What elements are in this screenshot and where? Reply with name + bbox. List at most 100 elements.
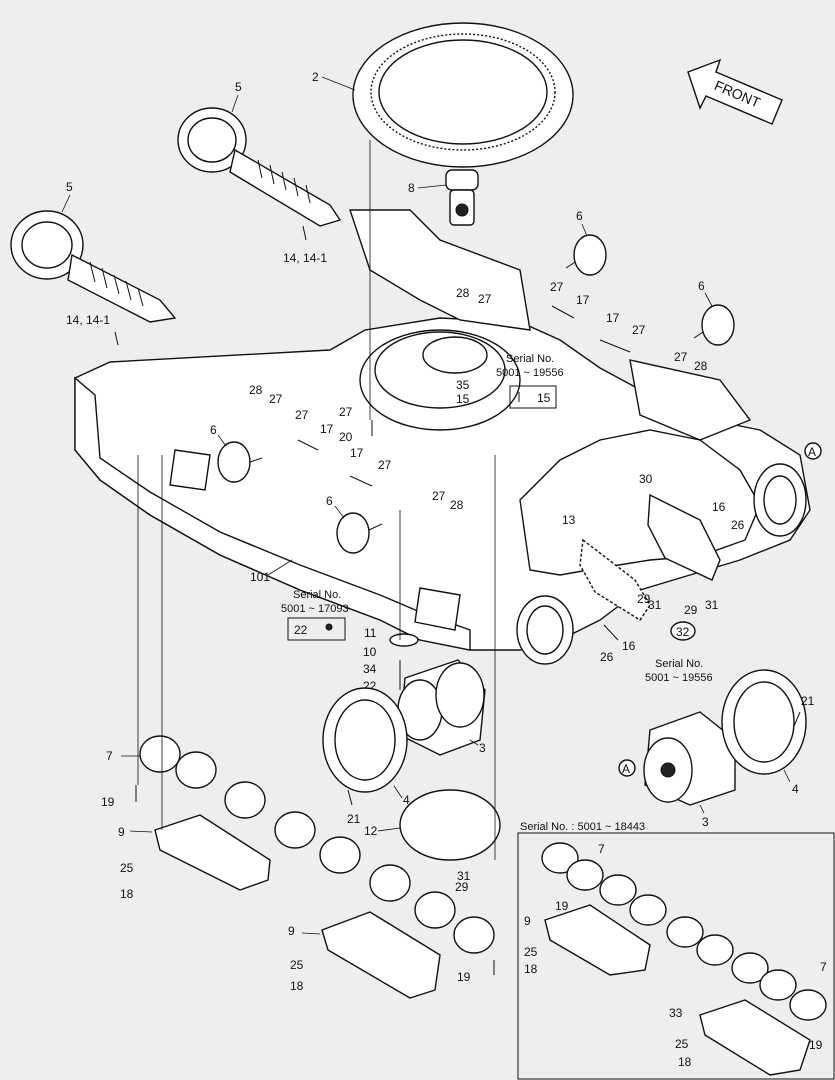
- callout-27-h: 27: [432, 489, 446, 503]
- travel-motor-right: [643, 711, 736, 806]
- callout-28-a: 28: [456, 286, 470, 300]
- upper-roller-1: [565, 234, 607, 276]
- callout-7-c: 7: [820, 960, 827, 974]
- callout-9-c: 9: [524, 914, 531, 928]
- callout-31-a: 31: [648, 598, 662, 612]
- callout-19-d: 19: [809, 1038, 823, 1052]
- front-arrow-icon: FRONT: [687, 58, 783, 125]
- inset-serial-18443: [517, 832, 835, 1080]
- callout-20: 20: [339, 430, 353, 444]
- serial-17093-title: Serial No.: [293, 589, 341, 601]
- serial-18443-label: Serial No. : 5001 ~ 18443: [520, 821, 645, 833]
- callout-32: 32: [676, 625, 690, 639]
- serial-17093-range: 5001 ~ 17093: [281, 603, 349, 615]
- callout-19-c: 19: [555, 899, 569, 913]
- callout-27-e: 27: [269, 392, 283, 406]
- callout-28-c: 28: [249, 383, 263, 397]
- callout-3-right: 3: [702, 815, 709, 829]
- callout-13: 13: [562, 513, 576, 527]
- callout-34: 34: [363, 662, 377, 676]
- serial-19556-box: [509, 385, 557, 409]
- callout-4-right: 4: [792, 782, 799, 796]
- track-rollers-main: [139, 735, 495, 954]
- callout-27-i: 27: [339, 405, 353, 419]
- callout-8: 8: [408, 181, 415, 195]
- callout-18-b: 18: [290, 979, 304, 993]
- callout-25-a: 25: [120, 861, 134, 875]
- callout-27-a: 27: [550, 280, 564, 294]
- upper-roller-4: [336, 512, 383, 554]
- idler-lower: [10, 210, 177, 323]
- callout-25-c: 25: [524, 945, 538, 959]
- swing-bearing: [352, 22, 574, 168]
- bolt-14-lower: [114, 331, 119, 346]
- callout-7-b: 7: [598, 842, 605, 856]
- sprocket-left: [322, 687, 408, 793]
- callout-28-b: 28: [694, 359, 708, 373]
- callout-9-b: 9: [288, 924, 295, 938]
- callout-19-b: 19: [457, 970, 471, 984]
- callout-7-a: 7: [106, 749, 113, 763]
- callout-32-circle: [670, 621, 696, 641]
- callout-29-c: 29: [455, 880, 469, 894]
- callout-31-b: 31: [705, 598, 719, 612]
- callout-18-c: 18: [524, 962, 538, 976]
- callout-29-b: 29: [684, 603, 698, 617]
- inset-roller-guard-upper: [544, 904, 651, 976]
- callout-A-upper: A: [808, 445, 816, 459]
- callout-27-d: 27: [674, 350, 688, 364]
- sprocket-right: [721, 669, 807, 775]
- callout-5-upper: 5: [235, 80, 242, 94]
- inset-track-rollers: [541, 842, 827, 1021]
- cover-12: [399, 789, 501, 861]
- callout-27-b: 27: [478, 292, 492, 306]
- callout-18-a: 18: [120, 887, 134, 901]
- callout-15-a: 15: [456, 392, 470, 406]
- callout-26-a: 26: [731, 518, 745, 532]
- callout-101: 101: [250, 570, 270, 584]
- cover-13: [579, 538, 651, 621]
- track-frame: [74, 209, 811, 665]
- callout-29-a: 29: [637, 592, 651, 606]
- callout-26-b: 26: [600, 650, 614, 664]
- serial-19556b-range: 5001 ~ 19556: [645, 672, 713, 684]
- callout-33: 33: [669, 1006, 683, 1020]
- callout-16-b: 16: [622, 639, 636, 653]
- callout-21-right: 21: [801, 694, 815, 708]
- callout-2: 2: [312, 70, 319, 84]
- bolt-14-upper: [302, 225, 307, 241]
- callout-22-a: 22: [294, 623, 308, 637]
- idler-upper: [177, 107, 342, 227]
- callout-35: 35: [456, 378, 470, 392]
- callout-30: 30: [639, 472, 653, 486]
- callout-27-f: 27: [295, 408, 309, 422]
- roller-guard-lower: [321, 911, 441, 999]
- callout-14-upper: 14, 14-1: [283, 251, 327, 265]
- serial-19556-title: Serial No.: [506, 353, 554, 365]
- callout-11: 11: [364, 626, 377, 640]
- callout-9-a: 9: [118, 825, 125, 839]
- callout-28-d: 28: [450, 498, 464, 512]
- callout-25-b: 25: [290, 958, 304, 972]
- callout-31-c: 31: [457, 869, 471, 883]
- center-joint: [445, 169, 479, 226]
- callout-18-d: 18: [678, 1055, 692, 1069]
- callout-27-g: 27: [378, 458, 392, 472]
- serial-19556-range: 5001 ~ 19556: [496, 367, 564, 379]
- upper-roller-2: [693, 304, 735, 346]
- inset-roller-guard-lower: [699, 999, 811, 1076]
- callout-6-b: 6: [698, 279, 705, 293]
- callout-6-a: 6: [576, 209, 583, 223]
- callout-17-c: 17: [320, 422, 334, 436]
- roller-guard-upper: [154, 814, 271, 891]
- upper-roller-3: [217, 441, 263, 483]
- callout-12: 12: [364, 824, 378, 838]
- callout-A-lower: A: [622, 762, 630, 776]
- callout-3-left: 3: [479, 741, 486, 755]
- callout-4-left: 4: [403, 793, 410, 807]
- callout-27-c: 27: [632, 323, 646, 337]
- callout-15-b: 15: [537, 391, 551, 405]
- callout-21-left: 21: [347, 812, 361, 826]
